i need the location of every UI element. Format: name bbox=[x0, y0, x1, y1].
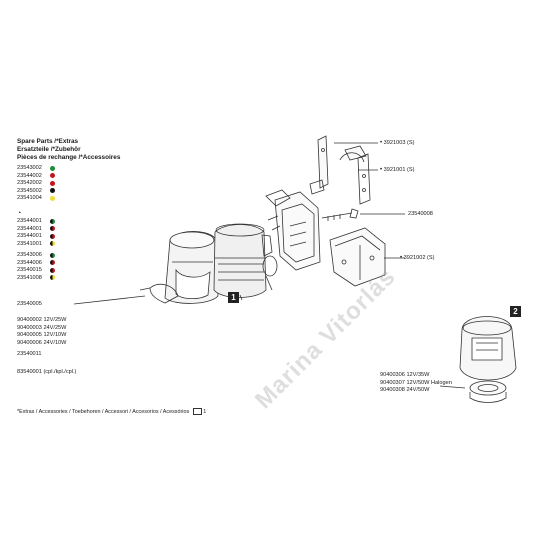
item-1-badge: 1 bbox=[228, 292, 239, 303]
part-number: 23541004 bbox=[17, 195, 42, 201]
part-number: 3921001 (S) bbox=[383, 167, 415, 173]
bulb-item: 90400002 12V/25W bbox=[17, 317, 67, 323]
part-number: 23544001 bbox=[17, 233, 42, 239]
part-number: 23544006 bbox=[17, 259, 42, 266]
black-yellow-dot bbox=[50, 275, 55, 280]
black-yellow-dot bbox=[50, 241, 55, 246]
black-red-dot bbox=[50, 234, 55, 239]
header-line-de: Ersatzteile /*Zubehör bbox=[17, 146, 81, 153]
label-3921003: • 3921003 (S) bbox=[380, 140, 415, 146]
bracket-3921003 bbox=[309, 135, 329, 195]
black-green-dot bbox=[50, 219, 55, 224]
part-23540005: 23540005 bbox=[17, 301, 42, 307]
part-number: 23540015 bbox=[17, 267, 42, 273]
red-color-dot bbox=[50, 173, 55, 178]
yellow-color-dot bbox=[50, 196, 55, 201]
footer-legend: *Extras / Accessories / Toebehoren / Acc… bbox=[17, 408, 206, 416]
part-number: 23541008 bbox=[17, 274, 42, 281]
part-number: 23542002 bbox=[17, 180, 42, 186]
part-number: 23543006 bbox=[17, 252, 42, 258]
green-color-dot bbox=[50, 166, 55, 171]
label-23540008: 23540008 bbox=[408, 211, 433, 217]
parts-group-2: 23544001 23544001 23544001 23541001 bbox=[17, 218, 42, 248]
footer-box-label: 1 bbox=[203, 408, 207, 415]
box-legend-icon bbox=[192, 408, 202, 415]
red-color-dot bbox=[50, 181, 55, 186]
label-3921001: • 3921001 (S) bbox=[380, 167, 415, 173]
bulb-item: 90400306 12V/35W bbox=[380, 372, 430, 378]
part-number: 23541001 bbox=[17, 240, 42, 247]
header-line-en: Spare Parts /*Extras bbox=[17, 138, 79, 145]
bulb-item: 90400006 24V/10W bbox=[17, 339, 67, 346]
parts-group-1: 23543002 23544002 23542002 23545002 2354… bbox=[17, 165, 42, 203]
screw-23540008 bbox=[321, 208, 359, 221]
part-number: 23545002 bbox=[17, 187, 42, 194]
black-red-dot bbox=[50, 268, 55, 273]
masthead-lamp-item2 bbox=[439, 316, 517, 403]
parts-group-3: 23543006 23544006 23540015 23541008 bbox=[17, 252, 42, 282]
navigation-light-assembly bbox=[139, 223, 278, 304]
item2-bulb-list: 90400306 12V/35W 90400307 12V/50W Haloge… bbox=[380, 372, 452, 395]
bulb-item: 90400307 12V/50W Halogen bbox=[380, 379, 452, 386]
bulb-item: 90400003 24V/25W bbox=[17, 324, 67, 331]
part-number: 23544001 bbox=[17, 218, 42, 224]
bracket-3921001 bbox=[339, 145, 371, 205]
part-23540011: 23540011 bbox=[17, 351, 42, 357]
part-number: 23544001 bbox=[17, 225, 42, 232]
page-header: Spare Parts /*Extras Ersatzteile /*Zubeh… bbox=[17, 138, 120, 162]
black-color-dot bbox=[50, 188, 55, 193]
bulb-list: 90400002 12V/25W 90400003 24V/25W 904000… bbox=[17, 317, 66, 347]
item-2-badge: 2 bbox=[510, 306, 521, 317]
bulb-item: 90400005 12V/10W bbox=[17, 332, 67, 338]
label-3921002: • 3921002 (S) bbox=[400, 255, 435, 261]
part-number: 3921003 (S) bbox=[383, 140, 415, 146]
mounting-bracket bbox=[265, 189, 321, 271]
black-red-dot bbox=[50, 226, 55, 231]
part-number: 3921002 (S) bbox=[403, 255, 435, 261]
black-red-dot bbox=[50, 260, 55, 265]
part-number: 23543002 bbox=[17, 165, 42, 171]
black-green-dot bbox=[50, 253, 55, 258]
angle-bracket-3921002 bbox=[329, 227, 386, 287]
part-83540001: 83540001 (cpl./kpl./cpl.) bbox=[17, 369, 77, 375]
bulb-item: 90400308 24V/50W bbox=[380, 387, 430, 393]
footer-text: *Extras / Accessories / Toebehoren / Acc… bbox=[17, 408, 190, 415]
header-line-fr: Pièces de rechange /*Accessoires bbox=[17, 154, 121, 161]
part-number: 23544002 bbox=[17, 172, 42, 179]
lamp-small-icon: ◔ bbox=[17, 210, 22, 217]
